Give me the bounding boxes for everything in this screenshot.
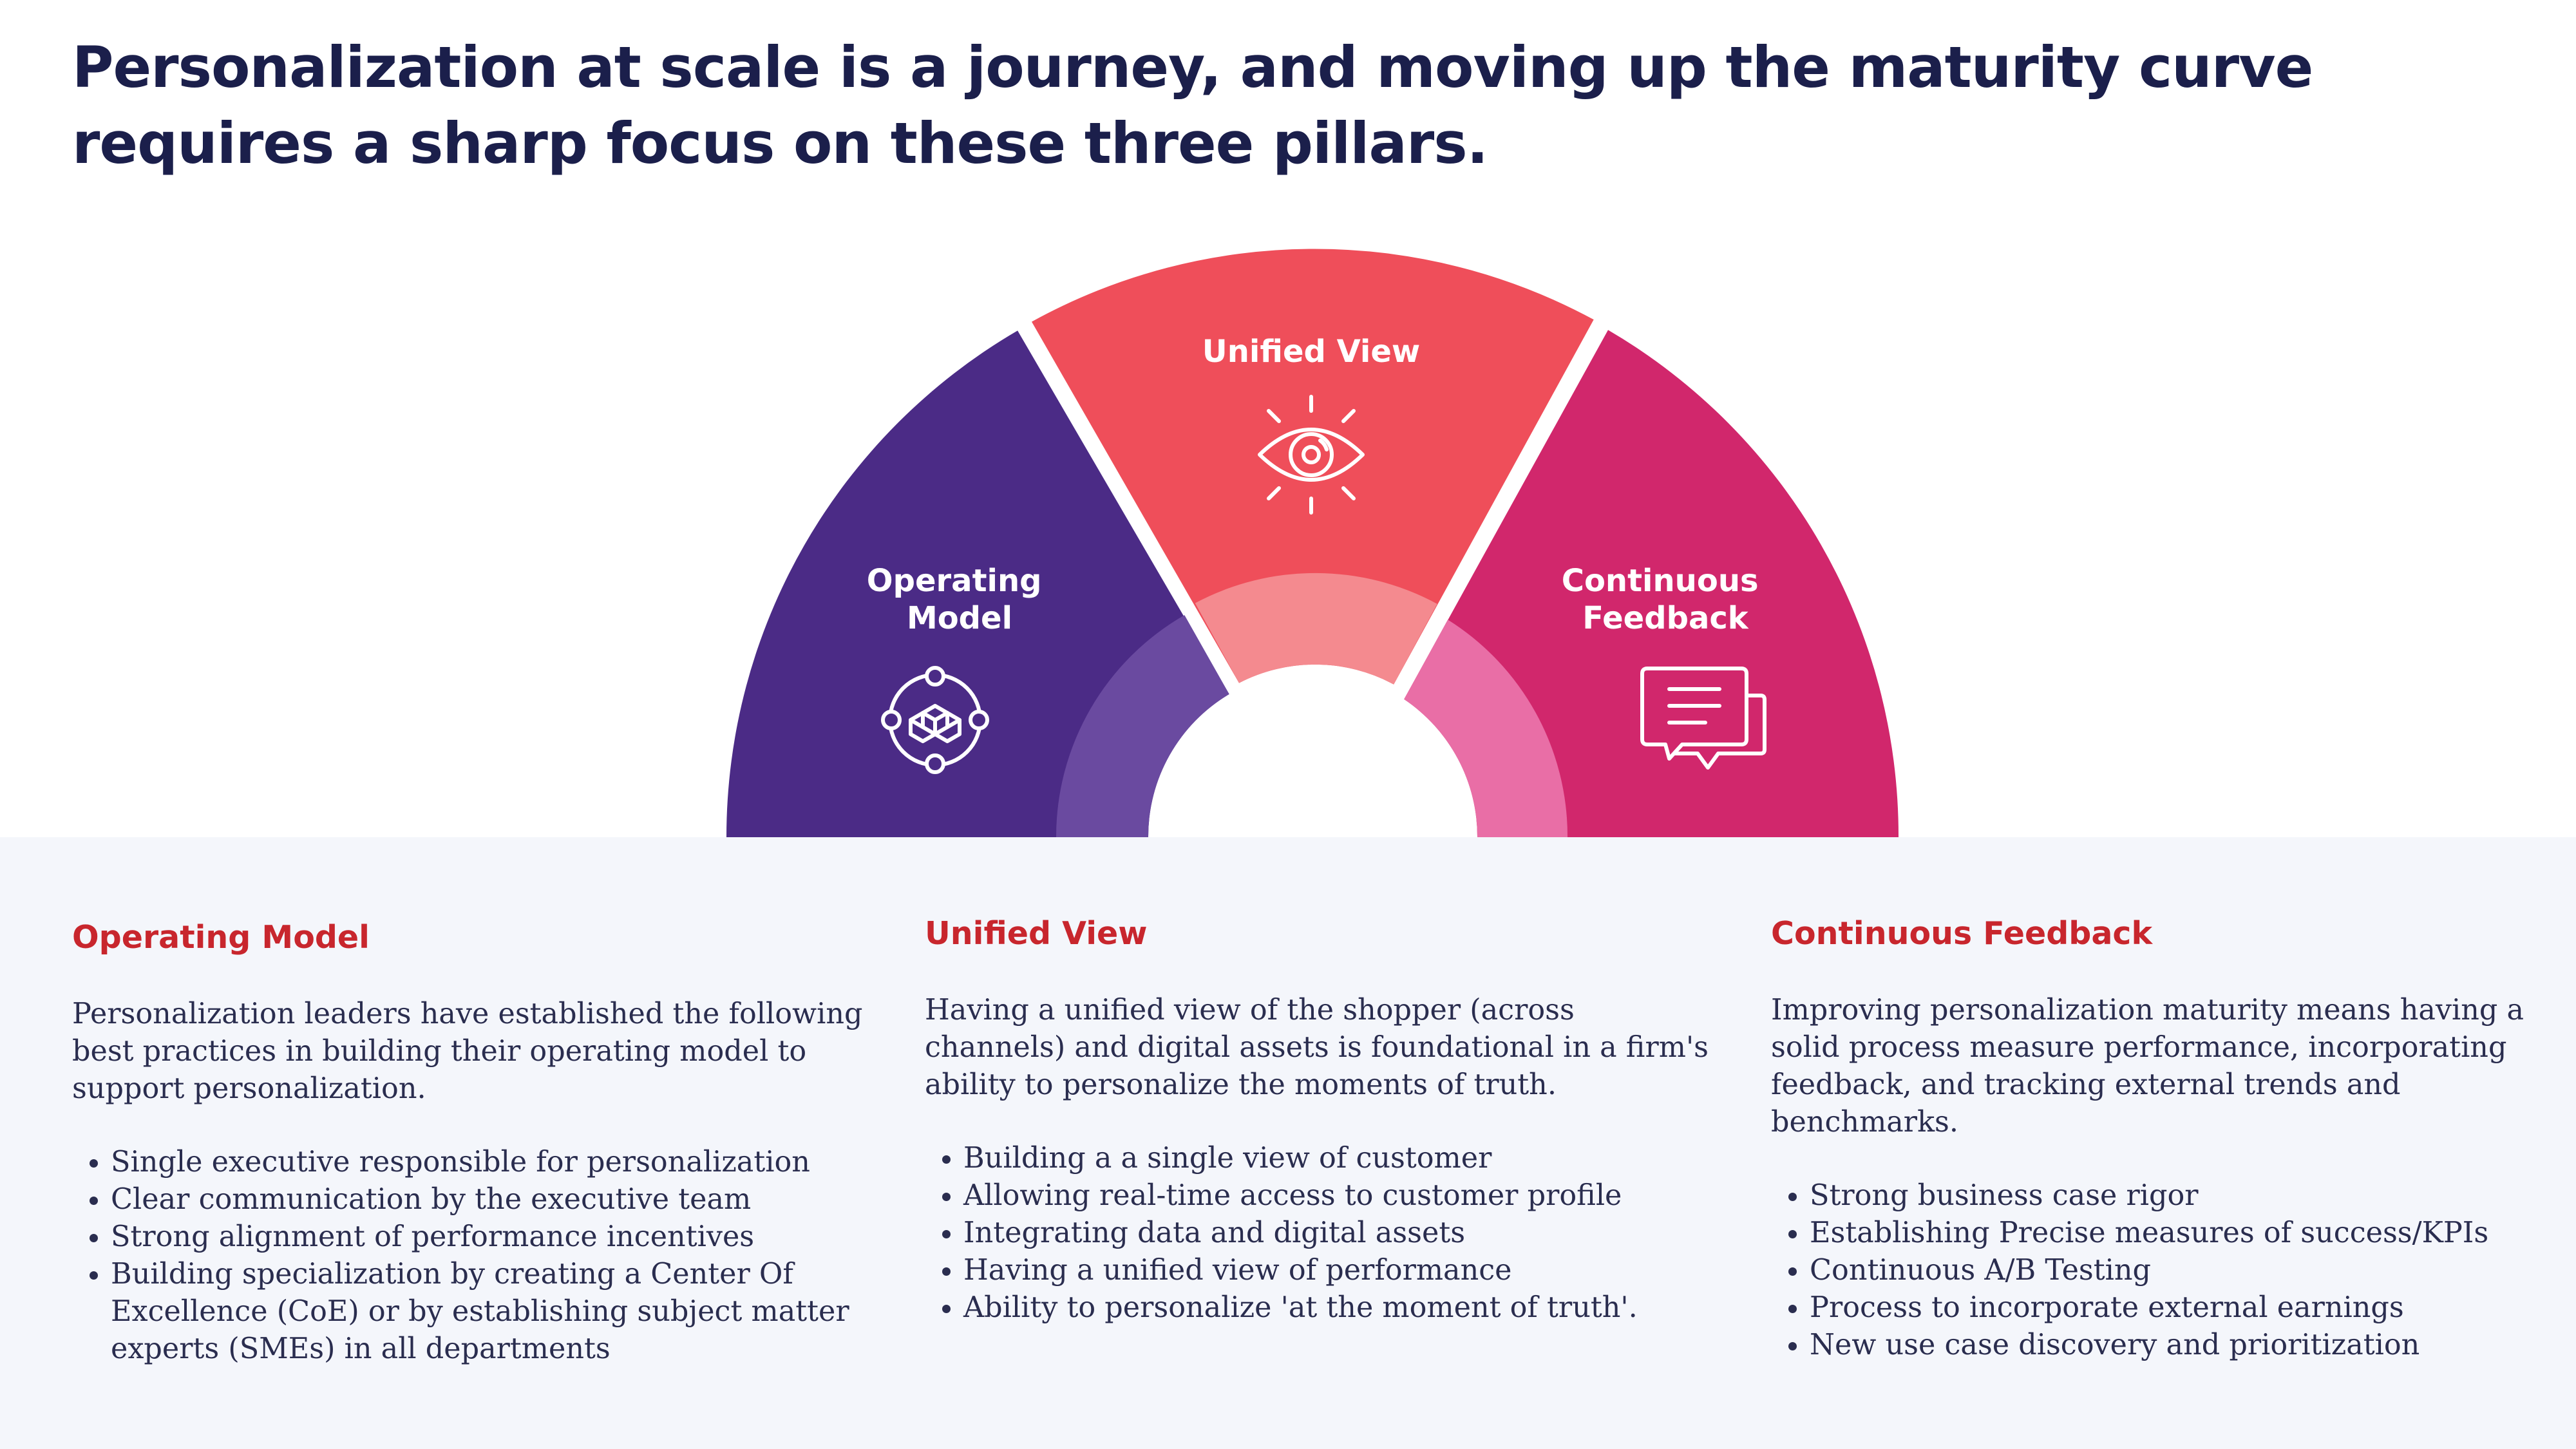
column-operating-model: Operating Model Personalization leaders …: [72, 918, 877, 1368]
list-item: Establishing Precise measures of success…: [1810, 1215, 2544, 1252]
list-item: Building specialization by creating a Ce…: [111, 1256, 877, 1368]
segment-unified-view: [1032, 249, 1594, 685]
list-item: Allowing real-time access to customer pr…: [963, 1177, 1723, 1215]
segment-label-operating-line-1: Operating: [867, 563, 1042, 599]
list-item: Continuous A/B Testing: [1810, 1252, 2544, 1289]
pillar-details-panel: Operating Model Personalization leaders …: [0, 837, 2576, 1449]
segment-label-operating-line-2: Model: [907, 600, 1012, 636]
column-unified-view: Unified View Having a unified view of th…: [925, 914, 1723, 1327]
list-item: Strong alignment of performance incentiv…: [111, 1218, 877, 1256]
segment-label-operating-model: Operating Model: [867, 563, 1052, 636]
segment-operating-model-inner: [1056, 615, 1229, 837]
segment-label-feedback-line-2: Feedback: [1582, 600, 1749, 636]
segment-label-continuous-feedback: Continuous Feedback: [1562, 563, 1770, 636]
segment-label-unified-view: Unified View: [1202, 334, 1420, 370]
list-item: Having a unified view of performance: [963, 1252, 1723, 1289]
eye-icon: [1258, 395, 1365, 515]
segment-unified-view-inner: [1195, 573, 1437, 685]
list-item: Process to incorporate external earnings: [1810, 1289, 2544, 1327]
column-heading: Operating Model: [72, 919, 370, 956]
column-body: Personalization leaders have established…: [72, 998, 863, 1105]
segment-continuous-feedback: [1404, 330, 1899, 837]
column-body: Improving personalization maturity means…: [1771, 994, 2524, 1139]
page-title: Personalization at scale is a journey, a…: [72, 30, 2455, 182]
segment-label-feedback-line-1: Continuous: [1562, 563, 1759, 599]
list-item: Ability to personalize 'at the moment of…: [963, 1289, 1723, 1327]
segment-operating-model: [726, 330, 1229, 837]
list-item: New use case discovery and prioritizatio…: [1810, 1327, 2544, 1364]
list-item: Building a a single view of customer: [963, 1140, 1723, 1177]
list-item: Strong business case rigor: [1810, 1177, 2544, 1215]
list-item: Clear communication by the executive tea…: [111, 1181, 877, 1218]
column-body: Having a unified view of the shopper (ac…: [925, 994, 1709, 1101]
segment-continuous-feedback-inner: [1404, 620, 1568, 837]
network-cube-icon: [881, 666, 989, 774]
page-title-line-1: Personalization at scale is a journey, a…: [72, 34, 2313, 100]
bullet-list: Strong business case rigor Establishing …: [1771, 1177, 2544, 1364]
pillars-semicircle-diagram: Operating Model Unified View Continuous …: [726, 249, 1899, 837]
bullet-list: Building a a single view of customer All…: [925, 1140, 1723, 1327]
column-heading: Unified View: [925, 915, 1148, 952]
column-heading: Continuous Feedback: [1771, 915, 2153, 952]
chat-bubbles-icon: [1640, 667, 1766, 770]
page-title-line-2: requires a sharp focus on these three pi…: [72, 110, 1488, 176]
list-item: Single executive responsible for persona…: [111, 1144, 877, 1181]
column-continuous-feedback: Continuous Feedback Improving personaliz…: [1771, 914, 2544, 1364]
list-item: Integrating data and digital assets: [963, 1215, 1723, 1252]
bullet-list: Single executive responsible for persona…: [72, 1144, 877, 1368]
segment-unified-view-outer: [1032, 249, 1594, 685]
